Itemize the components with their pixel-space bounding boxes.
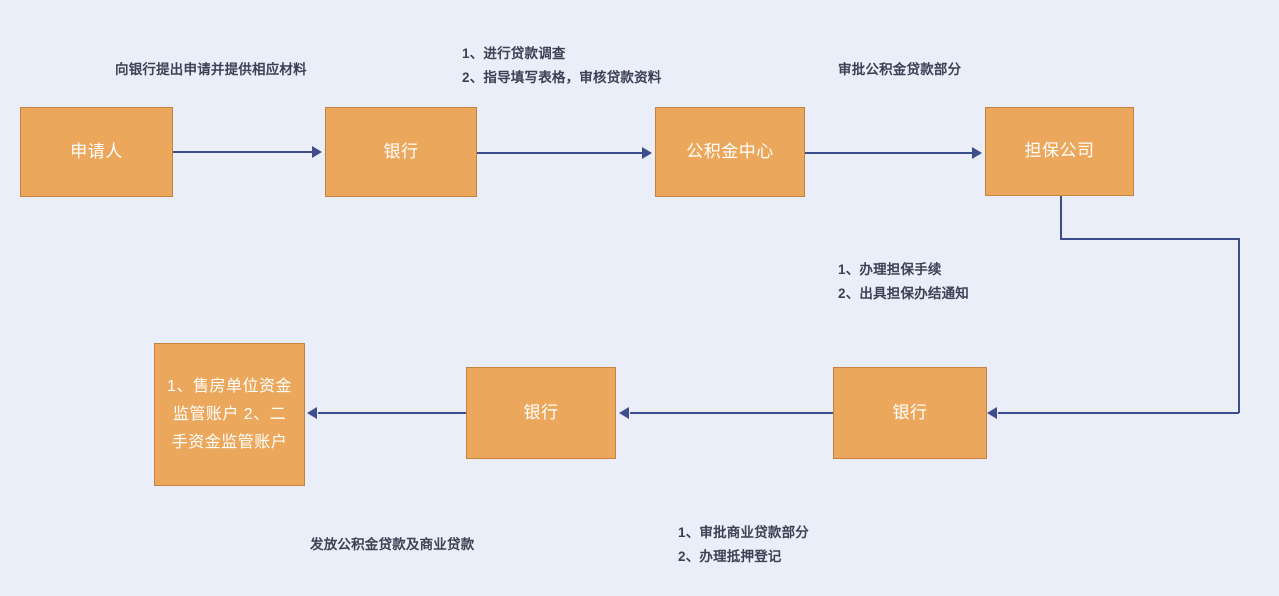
connector-guarantee-right bbox=[1060, 238, 1240, 240]
edge-label-center-to-guarantee: 审批公积金贷款部分 bbox=[838, 62, 962, 77]
connector-applicant-to-bank bbox=[173, 151, 312, 153]
connector-bank-to-center bbox=[477, 152, 642, 154]
connector-guarantee-down bbox=[1060, 196, 1062, 239]
edge-label-disburse-loans: 发放公积金贷款及商业贷款 bbox=[310, 537, 475, 552]
connector-bank-mid-to-accounts bbox=[318, 412, 466, 414]
edge-label-bank-to-center: 1、进行贷款调查 2、指导填写表格，审核贷款资料 bbox=[462, 46, 662, 85]
node-fund-center[interactable]: 公积金中心 bbox=[655, 107, 805, 197]
arrowhead-center-to-guarantee bbox=[972, 147, 982, 159]
node-bank-bottom-right[interactable]: 银行 bbox=[833, 367, 987, 459]
node-guarantee-company[interactable]: 担保公司 bbox=[985, 107, 1134, 196]
arrowhead-bank-mid-to-accounts bbox=[307, 407, 317, 419]
connector-guarantee-to-bank-right bbox=[998, 412, 1239, 414]
edge-label-guarantee-procedures: 1、办理担保手续 2、出具担保办结通知 bbox=[838, 262, 970, 301]
connector-bank-right-to-bank-mid bbox=[630, 412, 833, 414]
node-applicant[interactable]: 申请人 bbox=[20, 107, 173, 197]
node-bank-top[interactable]: 银行 bbox=[325, 107, 477, 197]
edge-label-commercial-approval: 1、审批商业贷款部分 2、办理抵押登记 bbox=[678, 525, 810, 564]
connector-guarantee-down2 bbox=[1238, 238, 1240, 413]
node-bank-bottom-mid[interactable]: 银行 bbox=[466, 367, 616, 459]
edge-label-apply-to-bank: 向银行提出申请并提供相应材料 bbox=[115, 62, 307, 77]
node-supervision-accounts[interactable]: 1、售房单位资金监管账户 2、二手资金监管账户 bbox=[154, 343, 305, 486]
arrowhead-bank-to-center bbox=[642, 147, 652, 159]
arrowhead-bank-right-to-bank-mid bbox=[619, 407, 629, 419]
arrowhead-applicant-to-bank bbox=[312, 146, 322, 158]
connector-center-to-guarantee bbox=[805, 152, 972, 154]
arrowhead-guarantee-to-bank-right bbox=[987, 407, 997, 419]
